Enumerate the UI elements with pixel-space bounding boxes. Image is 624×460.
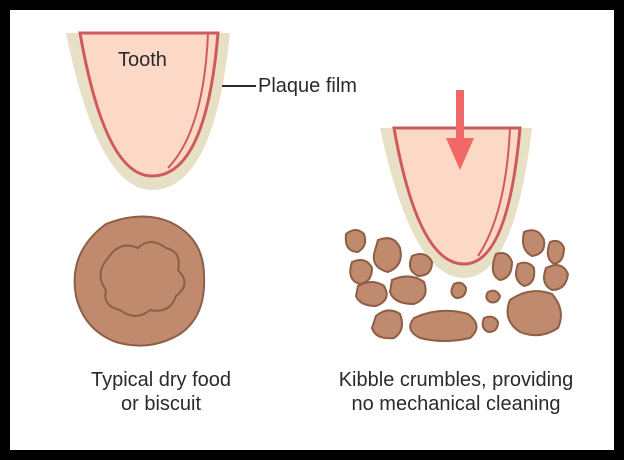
typical-food-caption: Typical dry food or biscuit: [66, 368, 256, 416]
crumb: [516, 263, 534, 286]
crumb: [410, 311, 476, 341]
crumb: [346, 230, 365, 252]
plaque-film-label: Plaque film: [258, 74, 357, 98]
kibble-caption-line-2: no mechanical cleaning: [316, 392, 596, 416]
crumb: [374, 238, 401, 272]
crumb: [508, 291, 561, 335]
crumb: [451, 283, 466, 298]
crumb: [548, 241, 564, 264]
crumb: [523, 230, 544, 256]
kibble-caption-line-1: Kibble crumbles, providing: [316, 368, 596, 392]
crumb: [356, 282, 387, 306]
typical-food-caption-line-2: or biscuit: [66, 392, 256, 416]
arrow-shaft: [456, 90, 464, 142]
crumb: [390, 276, 426, 304]
crumb: [372, 310, 402, 338]
crumb: [493, 253, 512, 280]
tooth-label: Tooth: [118, 48, 167, 72]
intact-biscuit: [75, 216, 205, 345]
kibble-caption: Kibble crumbles, providing no mechanical…: [316, 368, 596, 416]
crumb: [410, 254, 432, 276]
crumb: [486, 291, 500, 303]
typical-food-caption-line-1: Typical dry food: [66, 368, 256, 392]
crumb: [483, 317, 498, 332]
crumb: [350, 260, 372, 284]
crumb: [544, 265, 568, 290]
